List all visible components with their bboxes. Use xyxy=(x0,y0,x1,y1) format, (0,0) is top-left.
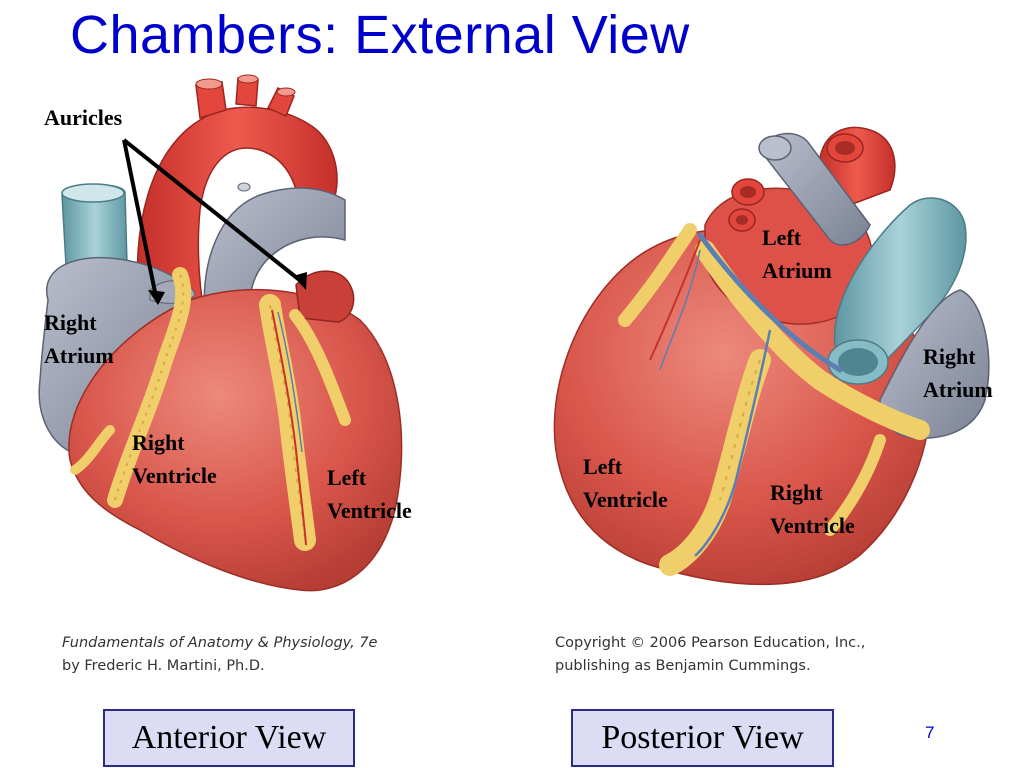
label-line: Right xyxy=(770,480,823,505)
label-line: Ventricle xyxy=(583,487,668,512)
anterior-view-caption: Anterior View xyxy=(103,709,355,767)
label-line: Ventricle xyxy=(327,498,412,523)
posterior-right-atrium xyxy=(879,289,990,439)
copyright-credit: Copyright © 2006 Pearson Education, Inc.… xyxy=(555,632,865,678)
label-line: Left xyxy=(327,465,367,490)
posterior-heart-illustration xyxy=(553,126,990,586)
label-line: Ventricle xyxy=(770,513,855,538)
label-anterior-left-ventricle: Left Ventricle xyxy=(327,461,412,527)
anterior-heart-illustration xyxy=(38,74,403,592)
label-line: Right xyxy=(923,344,976,369)
book-credit-line1: Fundamentals of Anatomy & Physiology, 7e xyxy=(62,635,378,651)
label-line: Right xyxy=(44,310,97,335)
left-auricle xyxy=(295,270,355,323)
label-posterior-right-atrium: Right Atrium xyxy=(923,340,993,406)
page-number: 7 xyxy=(925,723,935,742)
label-line: Atrium xyxy=(762,258,832,283)
label-line: Right xyxy=(132,430,185,455)
label-line: Atrium xyxy=(923,377,993,402)
copyright-line2: publishing as Benjamin Cummings. xyxy=(555,658,811,674)
label-posterior-right-ventricle: Right Ventricle xyxy=(770,476,855,542)
label-posterior-left-atrium: Left Atrium xyxy=(762,221,832,287)
label-line: Left xyxy=(762,225,802,250)
slide-title: Chambers: External View xyxy=(70,5,690,65)
posterior-view-caption: Posterior View xyxy=(571,709,834,767)
label-line: Left xyxy=(583,454,623,479)
copyright-line1: Copyright © 2006 Pearson Education, Inc.… xyxy=(555,635,866,651)
label-anterior-right-ventricle: Right Ventricle xyxy=(132,426,217,492)
label-auricles: Auricles xyxy=(44,101,122,134)
book-credit-line2: by Frederic H. Martini, Ph.D. xyxy=(62,658,265,674)
auricles-arrows xyxy=(122,138,307,305)
label-auricles-text: Auricles xyxy=(44,105,123,130)
label-line: Atrium xyxy=(44,343,114,368)
label-posterior-left-ventricle: Left Ventricle xyxy=(583,450,668,516)
book-credit: Fundamentals of Anatomy & Physiology, 7e… xyxy=(62,632,377,678)
label-anterior-right-atrium: Right Atrium xyxy=(44,306,114,372)
label-line: Ventricle xyxy=(132,463,217,488)
